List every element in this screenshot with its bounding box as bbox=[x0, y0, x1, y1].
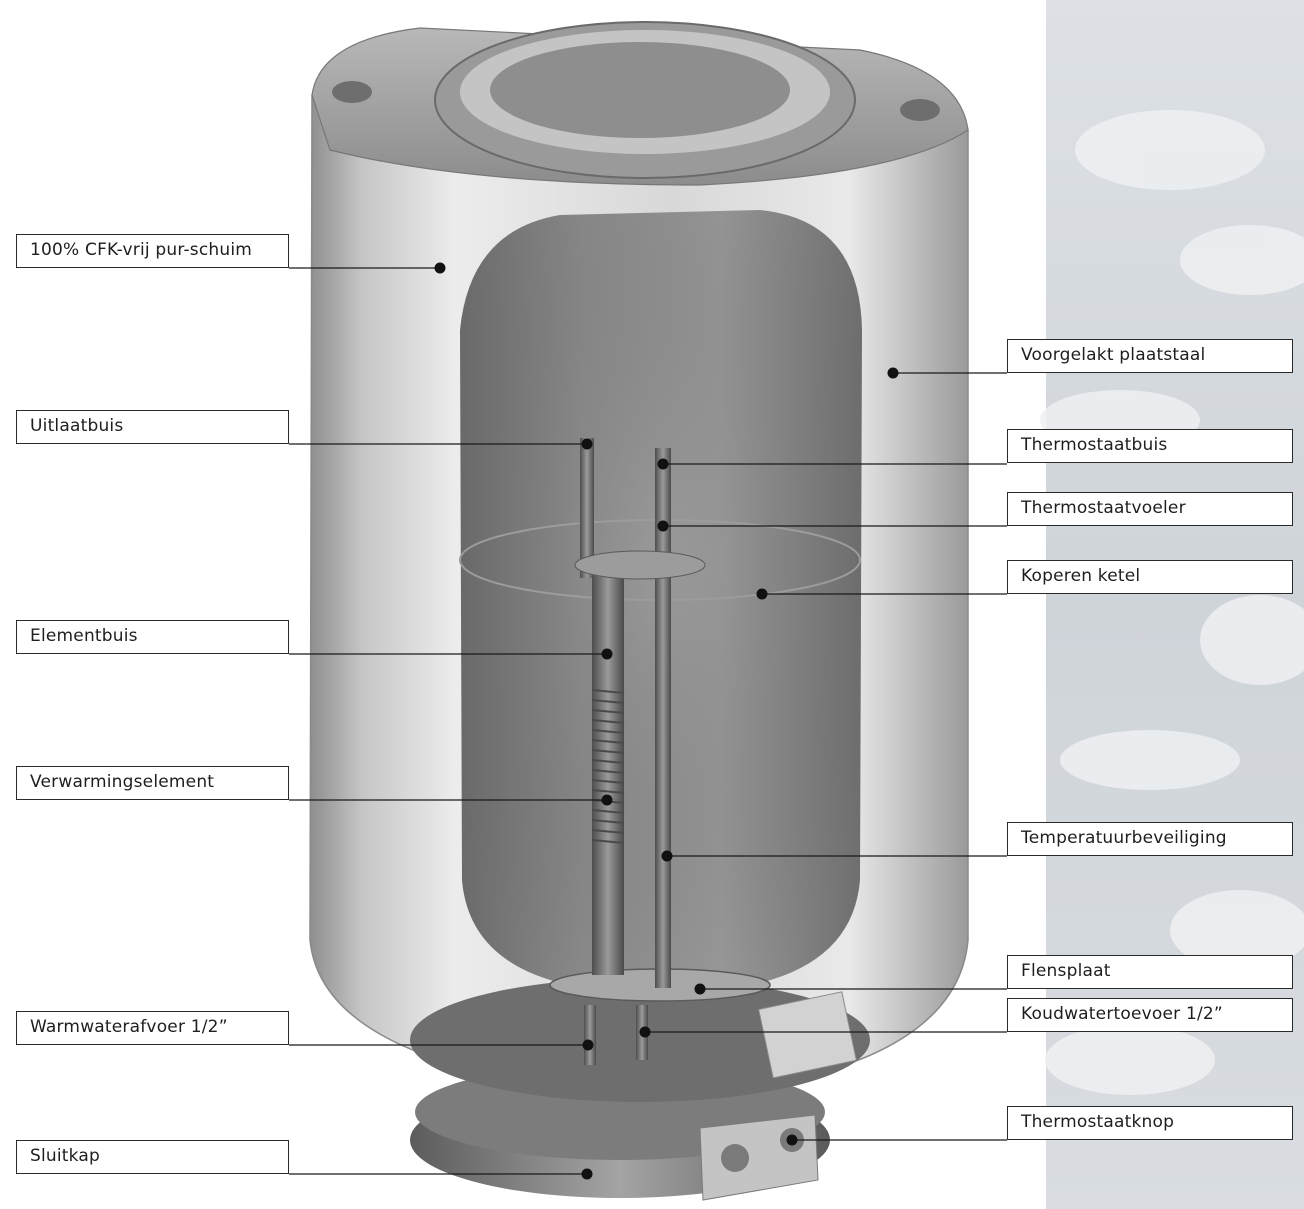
label-element-tube: Elementbuis bbox=[16, 620, 289, 654]
leader-lines bbox=[289, 267, 1007, 1175]
dot-cap bbox=[581, 1168, 593, 1180]
top-ring-hole bbox=[490, 42, 790, 138]
dot-coldin bbox=[639, 1026, 651, 1038]
label-cold-water-inlet: Koudwatertoevoer 1/2” bbox=[1007, 998, 1293, 1032]
knob-left-icon bbox=[721, 1144, 749, 1172]
label-flange-plate: Flensplaat bbox=[1007, 955, 1293, 989]
label-thermostat-sensor: Thermostaatvoeler bbox=[1007, 492, 1293, 526]
dot-foam bbox=[434, 262, 446, 274]
dot-knob bbox=[786, 1134, 798, 1146]
label-heating-element: Verwarmingselement bbox=[16, 766, 289, 800]
dot-flange bbox=[694, 983, 706, 995]
element-tube bbox=[592, 575, 624, 975]
label-outlet-pipe: Uitlaatbuis bbox=[16, 410, 289, 444]
dot-thtube bbox=[657, 458, 669, 470]
knob-housing bbox=[699, 1114, 819, 1201]
dot-steel bbox=[887, 367, 899, 379]
label-thermostat-knob: Thermostaatknop bbox=[1007, 1106, 1293, 1140]
label-copper-kettle: Koperen ketel bbox=[1007, 560, 1293, 594]
dot-outlet bbox=[581, 438, 593, 450]
top-corner-hole-right bbox=[900, 99, 940, 121]
top-corner-hole-left bbox=[332, 81, 372, 103]
dot-heater bbox=[601, 794, 613, 806]
heating-coil bbox=[591, 689, 625, 844]
label-temperature-safety: Temperatuurbeveiliging bbox=[1007, 822, 1293, 856]
dot-elemtube bbox=[601, 648, 613, 660]
leader-dots bbox=[434, 262, 899, 1180]
dot-tempsafe bbox=[661, 850, 673, 862]
element-head bbox=[574, 550, 706, 580]
label-hot-water-outlet: Warmwaterafvoer 1/2” bbox=[16, 1011, 289, 1045]
dot-kettle bbox=[756, 588, 768, 600]
dot-thsens bbox=[657, 520, 669, 532]
type-plate bbox=[758, 991, 857, 1079]
outlet-pipe bbox=[580, 438, 594, 578]
label-foam: 100% CFK-vrij pur-schuim bbox=[16, 234, 289, 268]
dot-hotout bbox=[582, 1039, 594, 1051]
label-end-cap: Sluitkap bbox=[16, 1140, 289, 1174]
label-precoated-steel: Voorgelakt plaatstaal bbox=[1007, 339, 1293, 373]
cloud-shapes bbox=[1040, 110, 1304, 1095]
hot-water-pipe bbox=[584, 1005, 596, 1065]
label-thermostat-tube: Thermostaatbuis bbox=[1007, 429, 1293, 463]
